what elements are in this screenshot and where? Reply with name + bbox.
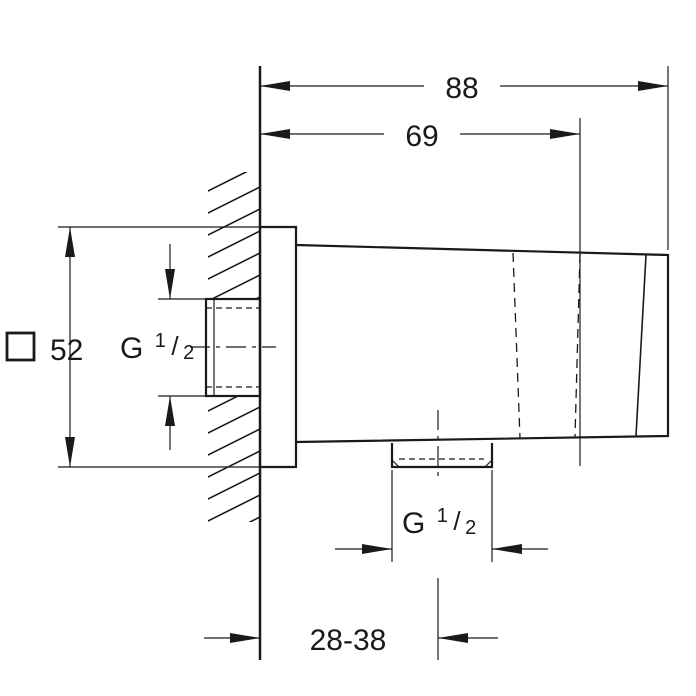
wall-thread-label: G 1 / 2	[120, 330, 194, 365]
outlet-body	[295, 243, 670, 444]
dimension-69-label: 69	[405, 120, 438, 153]
arrowhead	[260, 129, 290, 139]
dimension-88: 88	[260, 72, 668, 105]
dimension-28-38: 28-38	[204, 624, 498, 657]
extension-lines	[58, 66, 669, 660]
arrowhead	[260, 81, 290, 91]
dimension-28-38-label: 28-38	[310, 624, 387, 657]
dimension-69: 69	[260, 120, 580, 153]
arrowhead	[492, 544, 522, 554]
arrowhead	[65, 227, 75, 257]
dimension-88-label: 88	[445, 72, 478, 105]
dimension-wall-thread: G 1 / 2	[120, 244, 194, 450]
dimension-square-52: 52	[5, 227, 83, 467]
rosette-flange	[260, 225, 298, 469]
arrowhead	[165, 269, 175, 299]
arrowhead	[438, 633, 468, 643]
dimension-outlet-thread: G 1 / 2	[335, 505, 548, 554]
square-section-icon	[5, 331, 36, 362]
outlet-thread-label: G 1 / 2	[402, 505, 476, 540]
outlet-connector	[390, 443, 494, 469]
arrowhead	[230, 633, 260, 643]
dimension-52-label: 52	[50, 334, 83, 367]
arrowhead	[550, 129, 580, 139]
arrowhead	[165, 396, 175, 426]
arrowhead	[638, 81, 668, 91]
arrowhead	[65, 437, 75, 467]
arrowhead	[362, 544, 392, 554]
